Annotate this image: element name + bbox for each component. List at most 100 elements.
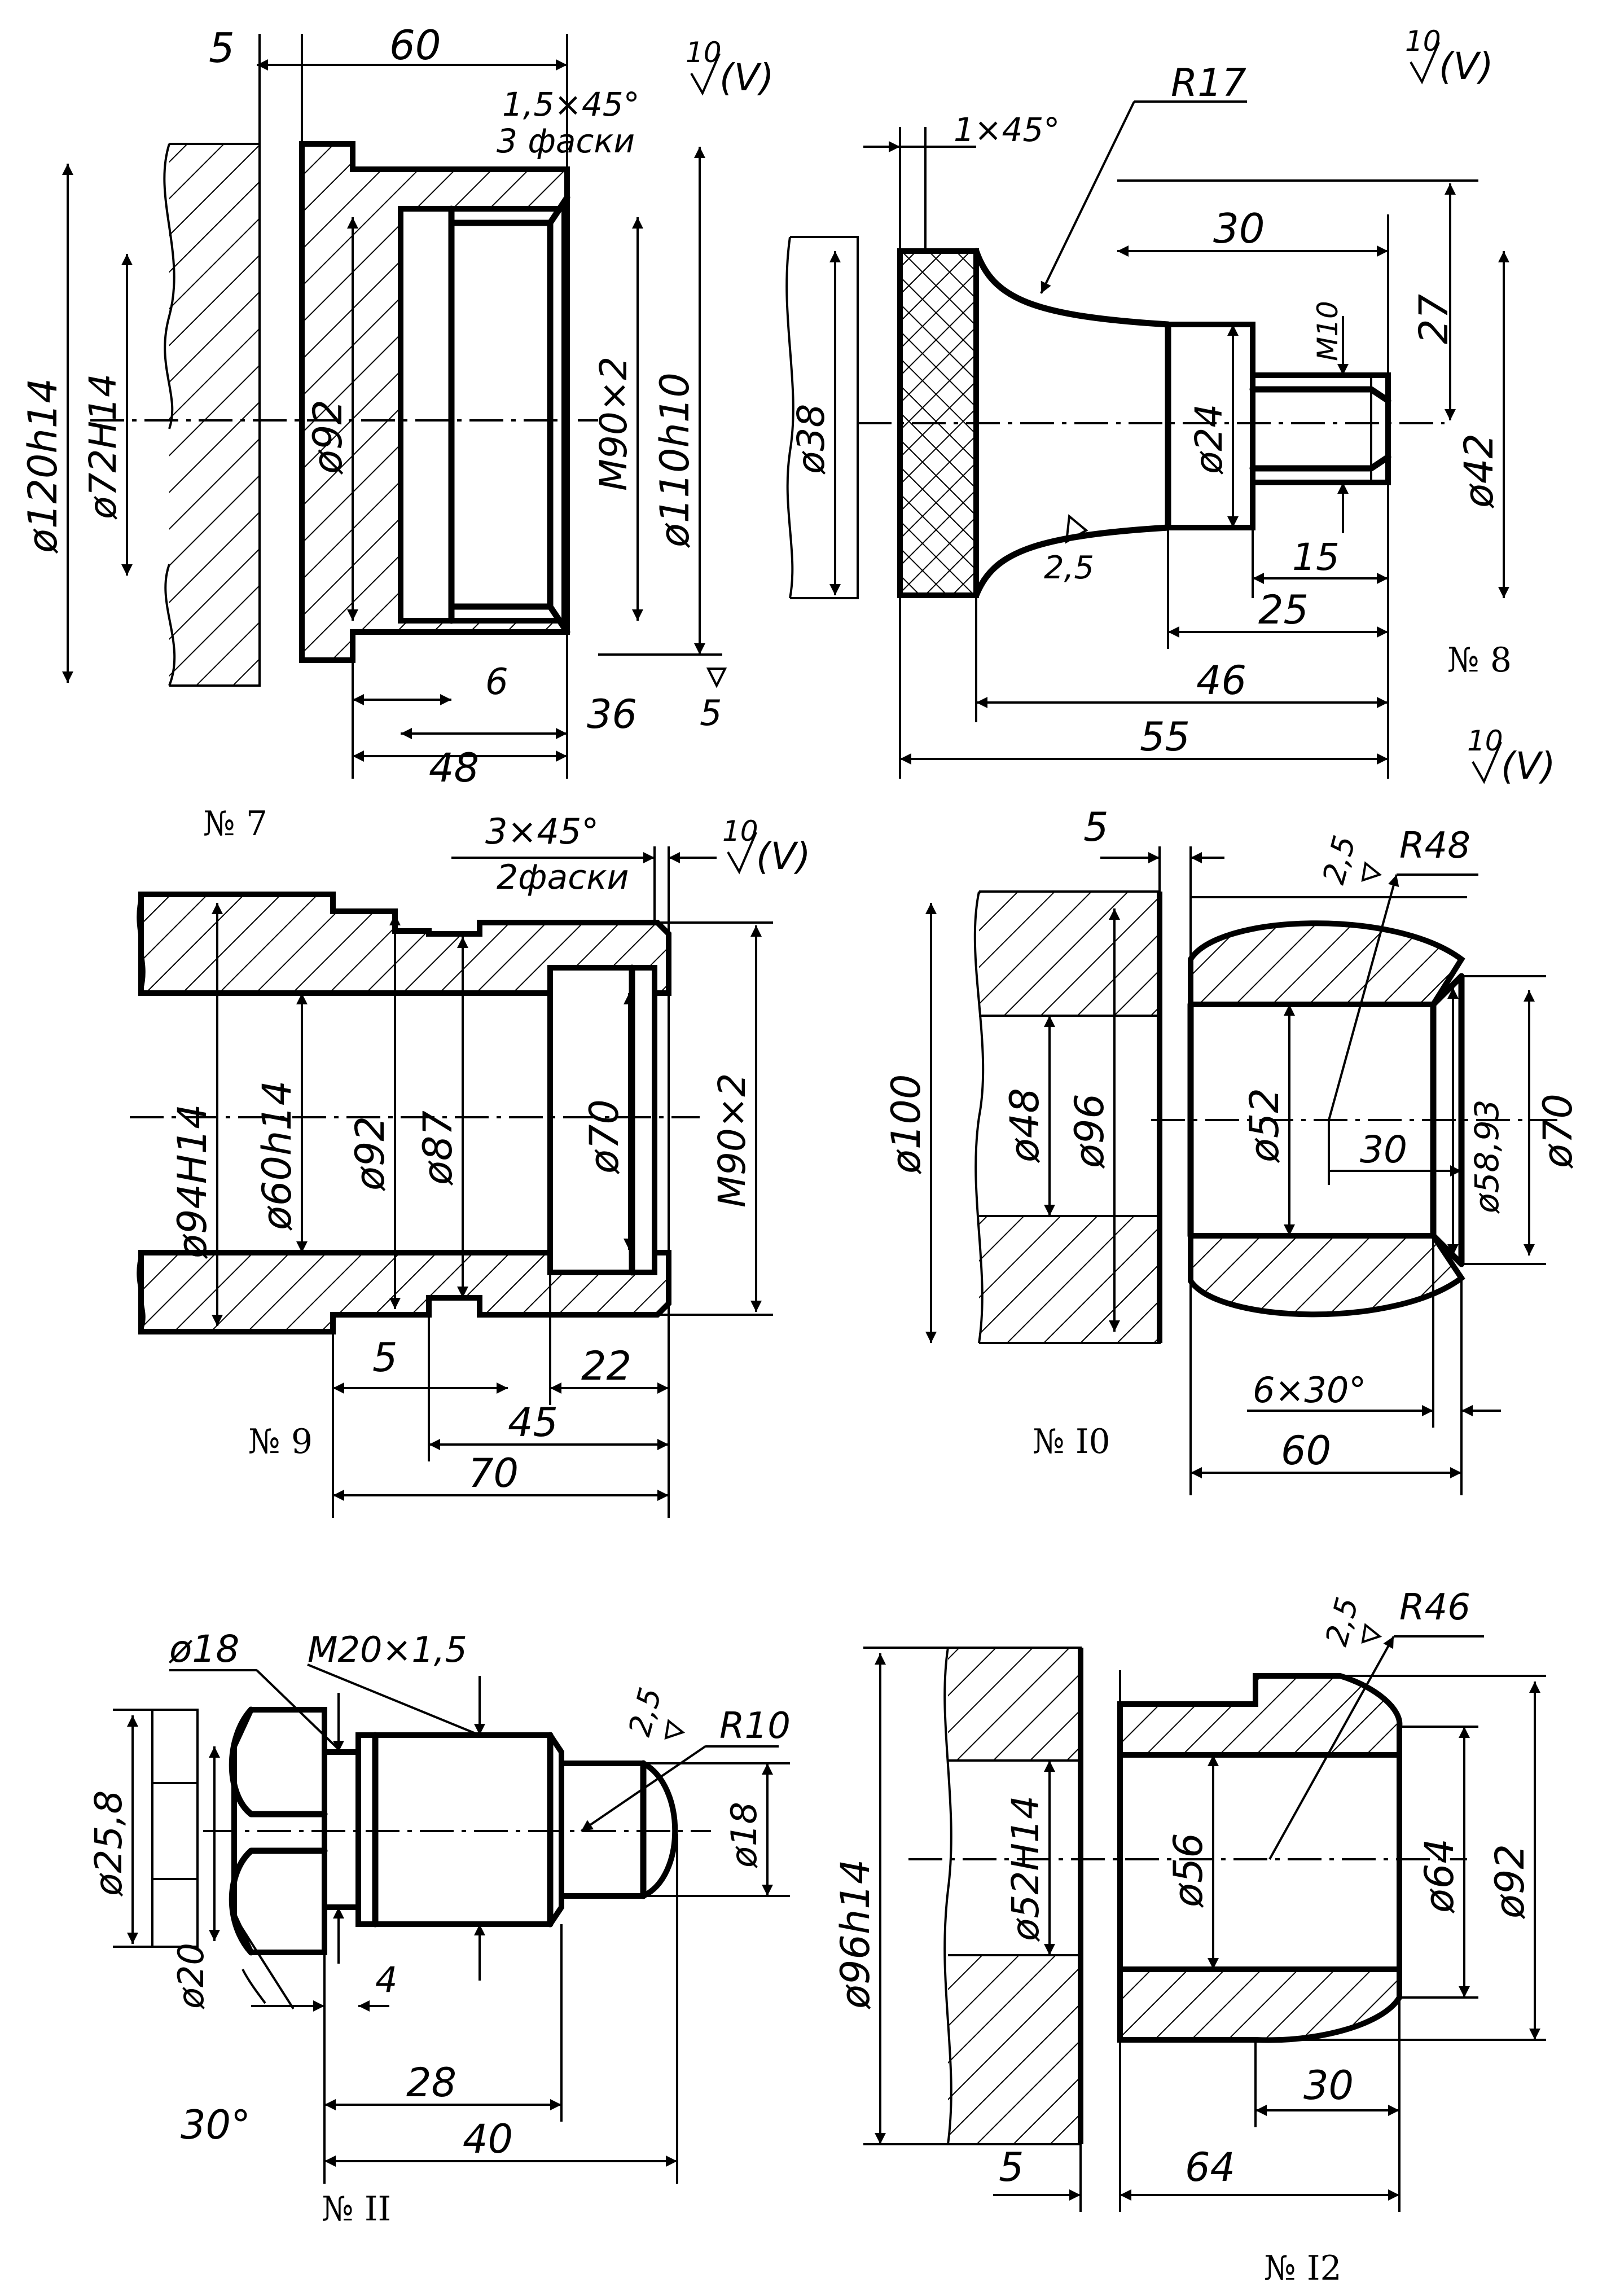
d11-dim-dia258: ø25,8 <box>87 1790 130 1896</box>
d11-angle: 30° <box>181 2102 251 2148</box>
d9-dim-dia94: ø94H14 <box>169 1104 216 1259</box>
d7-dim-36: 36 <box>587 691 637 737</box>
d12-dim-dia96: ø96h14 <box>832 1859 879 2009</box>
d12-radius: R46 <box>1399 1587 1470 1628</box>
d10-chamfer: 6×30° <box>1253 1369 1366 1411</box>
d8-chamfer: 1×45° <box>954 111 1060 149</box>
d8-dim-dia38: ø38 <box>789 404 833 475</box>
drawing-11: ø18 M20×1,5 R10 ø25,8 ø18 ø20 4 28 40 30… <box>87 1627 791 2229</box>
d8-number: № 8 <box>1447 640 1512 680</box>
d9-dim-22: 22 <box>581 1343 631 1389</box>
drawing-9: 3×45° 2фаски ø94H14 ø60h14 ø92 ø87 ø70 M… <box>130 811 811 1518</box>
d11-thread: M20×1,5 <box>308 1629 467 1670</box>
d8-dim-46: 46 <box>1196 657 1246 704</box>
d12-dim-dia56: ø56 <box>1165 1833 1211 1908</box>
d8-dim-15: 15 <box>1292 535 1340 579</box>
d8-dim-dia24: ø24 <box>1187 404 1231 475</box>
d10-dim-dia70: ø70 <box>1535 1094 1581 1169</box>
d7-roughness-paren: (V) <box>719 56 774 99</box>
d7-surface-mark <box>706 668 727 688</box>
d7-blank-section <box>169 143 261 687</box>
d11-surface-mark <box>664 1719 686 1740</box>
d7-roughness-sign <box>690 53 721 96</box>
d11-dim-dia20: ø20 <box>170 1943 212 2009</box>
d8-radius: R17 <box>1171 61 1246 106</box>
d12-dim-dia52: ø52H14 <box>1004 1795 1047 1942</box>
d8-dim-55: 55 <box>1140 714 1190 760</box>
d12-bottom-wall <box>1117 1966 1402 2043</box>
d7-dim-dia110: ø110h10 <box>652 372 698 548</box>
d10-dim-60: 60 <box>1281 1428 1331 1474</box>
d8-roughness-sign <box>1410 42 1440 85</box>
d8-roughness2-paren: (V) <box>1501 744 1556 788</box>
d10-radius: R48 <box>1399 825 1470 867</box>
d10-surface-value: 2,5 <box>1316 832 1363 888</box>
d11-radius: R10 <box>719 1705 791 1747</box>
d11-number: № II <box>322 2189 391 2229</box>
d9-chamfer: 3×45° <box>485 811 599 852</box>
drawing-12: R46 ø96h14 ø52H14 ø56 ø64 ø92 30 5 64 2,… <box>832 1587 1546 2288</box>
d9-dim-dia70: ø70 <box>581 1099 627 1174</box>
d7-dim-dia120: ø120h14 <box>20 378 66 554</box>
drawing-8: 1×45° R17 30 27 M10 ø38 ø24 ø42 15 25 46… <box>785 25 1556 788</box>
d10-number: № I0 <box>1033 1422 1110 1461</box>
d7-dim-5: 5 <box>209 24 235 72</box>
d8-roughness2-sign <box>1472 741 1502 784</box>
d7-dim-dia92: ø92 <box>305 400 351 475</box>
d12-dim-64: 64 <box>1185 2144 1235 2190</box>
d8-dim-30: 30 <box>1213 205 1265 252</box>
d9-dim-45: 45 <box>508 1399 558 1446</box>
d10-dim-dia96: ø96 <box>1066 1094 1113 1169</box>
drawing-7: 5 60 1,5×45° 3 фаски ø120h14 ø72H14 ø92 … <box>20 21 774 844</box>
d7-dim-48: 48 <box>429 745 479 791</box>
d9-chamfer-count: 2фаски <box>497 858 629 897</box>
d7-chamfer: 1,5×45° <box>502 85 640 124</box>
d10-ball-top <box>1188 920 1465 1007</box>
d10-dim-dia48: ø48 <box>1002 1088 1048 1163</box>
d11-dim-dia18: ø18 <box>723 1802 765 1868</box>
d12-top-wall <box>1117 1673 1403 1758</box>
d7-dim-6: 6 <box>485 661 508 703</box>
d11-dim-dia18-top: ø18 <box>169 1627 239 1671</box>
d10-dim-30: 30 <box>1360 1128 1407 1171</box>
d9-thread: M90×2 <box>710 1073 754 1208</box>
d11-dome-end <box>561 1761 678 1899</box>
d12-dim-5: 5 <box>999 2144 1024 2190</box>
d9-number: № 9 <box>248 1422 313 1461</box>
d7-number: № 7 <box>203 804 267 844</box>
d7-dim-dia72: ø72H14 <box>81 374 125 520</box>
d10-dim-dia52: ø52 <box>1241 1088 1288 1163</box>
d8-dim-dia42: ø42 <box>1456 433 1502 508</box>
d12-number: № I2 <box>1264 2249 1342 2288</box>
d9-roughness-paren: (V) <box>756 835 811 878</box>
d10-dim-dia5893: ø58,93 <box>1468 1099 1506 1214</box>
d7-chamfer-count: 3 фаски <box>497 122 635 160</box>
d9-roughness-sign <box>727 832 757 875</box>
d11-thread <box>355 1732 564 1927</box>
d8-thread: M10 <box>1311 301 1344 361</box>
d12-surface-value: 2,5 <box>1319 1593 1366 1649</box>
d8-roughness-paren: (V) <box>1439 45 1494 88</box>
d10-dim-5: 5 <box>1083 804 1109 850</box>
drawing-10: 5 R48 ø100 ø48 ø96 ø52 30 ø58,93 ø70 6×3… <box>883 804 1581 1495</box>
d9-dim-dia92: ø92 <box>347 1116 393 1191</box>
d9-dim-dia87: ø87 <box>415 1110 461 1186</box>
d8-surface-value: 2,5 <box>1044 550 1094 586</box>
d11-surface-value: 2,5 <box>622 1684 669 1740</box>
d10-ball-bottom <box>1188 1233 1465 1318</box>
d9-dim-dia60: ø60h14 <box>254 1081 300 1231</box>
d7-surface-value: 5 <box>700 692 722 734</box>
d12-dim-dia92: ø92 <box>1487 1844 1533 1919</box>
d12-surface-mark <box>1361 1623 1382 1644</box>
d9-dim-5: 5 <box>372 1334 398 1381</box>
d9-recess <box>547 965 657 1275</box>
d7-dim-thread: M90×2 <box>592 357 635 491</box>
d11-dim-4: 4 <box>375 1959 397 2000</box>
d7-dim-60: 60 <box>389 21 441 69</box>
d11-dim-40: 40 <box>463 2116 513 2162</box>
d7-bore <box>398 206 567 624</box>
d8-dim-27: 27 <box>1411 294 1457 344</box>
d9-dim-70: 70 <box>468 1450 519 1496</box>
